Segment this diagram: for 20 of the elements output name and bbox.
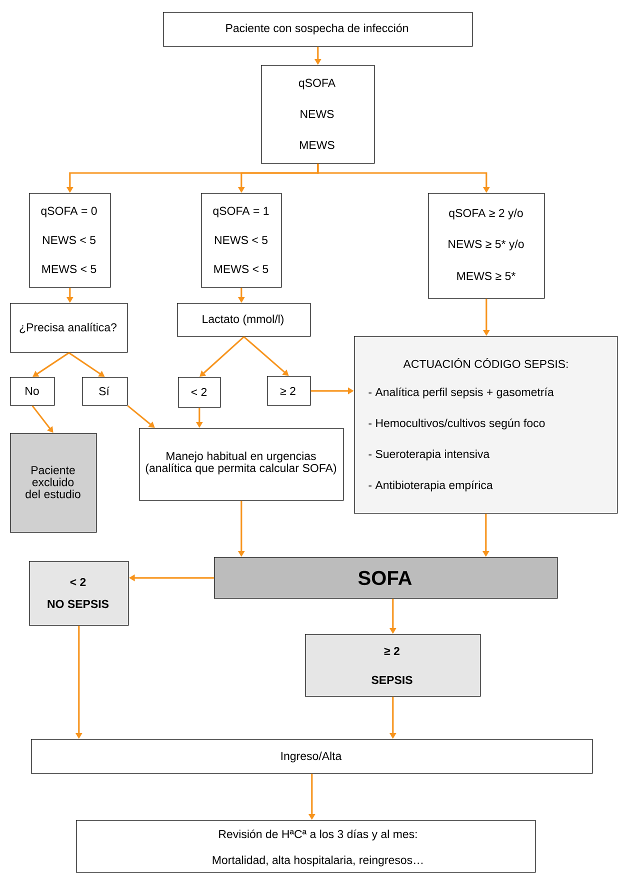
follow-up-box: Revisión de HªCª a los 3 días y al mes: Mortalidad, alta hospitalaria, reingresos… (76, 820, 536, 873)
answer-box: ≥ 2 (267, 376, 311, 406)
criteria-box: qSOFA = 1 NEWS < 5 MEWS < 5 (201, 193, 282, 288)
answer-box: Sí (82, 377, 128, 406)
process-box: Manejo habitual en urgencias (analítica que permita calcular SOFA) (139, 428, 344, 501)
process-box: Paciente con sospecha de infección (163, 12, 473, 47)
question-box: ¿Precisa analítica? (10, 303, 128, 353)
outcome-box: Paciente excluido del estudio (10, 433, 97, 533)
score-box: SOFA (214, 557, 558, 599)
process-box: Lactato (mmol/l) (177, 303, 311, 337)
criteria-box: qSOFA = 0 NEWS < 5 MEWS < 5 (29, 193, 111, 288)
action-box: ACTUACIÓN CÓDIGO SEPSIS: - Analítica perfil sepsis + gasometría - Hemocultivos/cultivos según foco - Sueroterapia intensiva - Antibioterapia empírica (354, 336, 618, 514)
process-box: Ingreso/Alta (31, 739, 593, 774)
result-box: < 2 NO SEPSIS (29, 561, 129, 626)
answer-box: No (10, 377, 55, 406)
answer-box: < 2 (178, 377, 221, 408)
result-box: ≥ 2 SEPSIS (305, 634, 481, 697)
criteria-box: qSOFA ≥ 2 y/o NEWS ≥ 5* y/o MEWS ≥ 5* (428, 193, 545, 299)
arrow (127, 405, 155, 428)
score-box: qSOFA NEWS MEWS (261, 65, 375, 164)
